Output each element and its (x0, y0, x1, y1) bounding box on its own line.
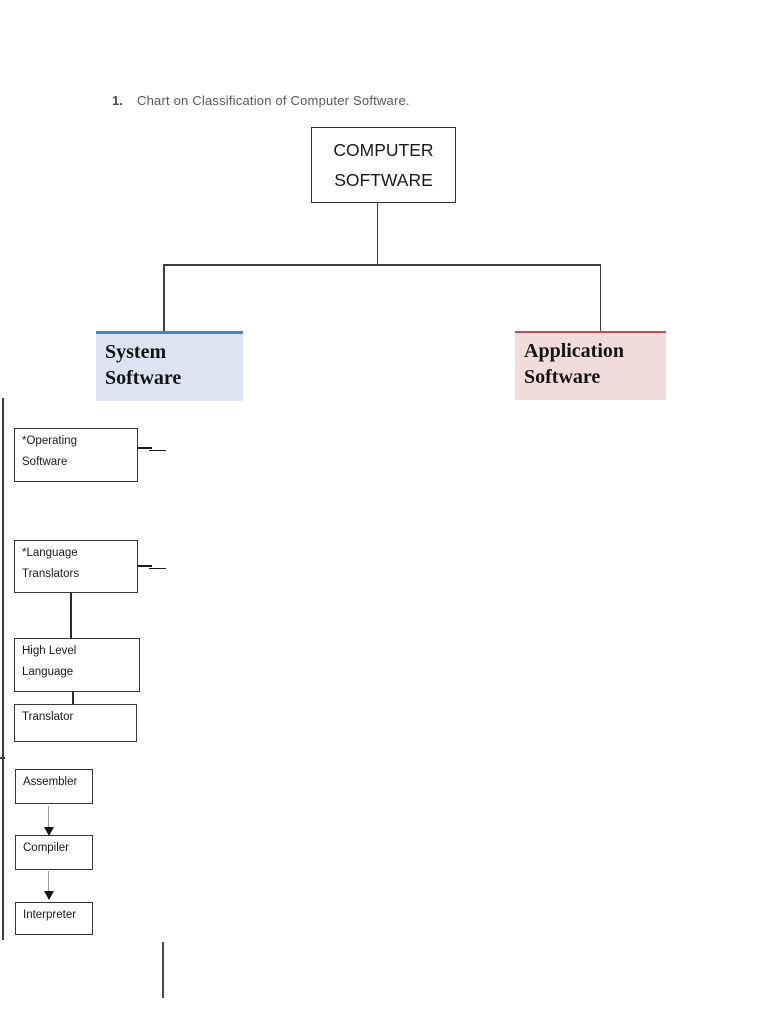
node-label: COMPUTER SOFTWARE (333, 140, 434, 190)
leader-language-a (138, 565, 152, 567)
leader-operating-a (138, 447, 152, 449)
connector-language-to-highlevel (70, 593, 72, 641)
arrow-compiler-to-interpreter (48, 871, 49, 891)
node-label: System Software (105, 341, 182, 389)
connector-root-stem (376, 202, 379, 264)
arrow-assembler-to-compiler (48, 806, 49, 827)
left-bracket-line (2, 398, 4, 940)
node-operating-software: *Operating Software (14, 428, 138, 482)
connector-drop-application (599, 264, 602, 331)
node-assembler: Assembler (15, 769, 93, 804)
stray-vertical-line (162, 942, 164, 998)
connector-drop-system (163, 264, 165, 331)
left-bracket-tick (0, 757, 5, 759)
page-title: Chart on Classification of Computer Soft… (137, 93, 410, 108)
node-label: Application Software (524, 340, 625, 388)
node-high-level-language: High Level Language (14, 638, 140, 692)
node-language-translators: *Language Translators (14, 540, 138, 593)
node-label: High Level Language (22, 645, 77, 678)
node-system-software: System Software (96, 331, 243, 401)
node-label: Assembler (23, 776, 78, 788)
node-application-software: Application Software (515, 331, 666, 400)
node-interpreter: Interpreter (15, 902, 93, 935)
node-computer-software: COMPUTER SOFTWARE (311, 127, 456, 203)
node-compiler: Compiler (15, 835, 93, 870)
arrowhead-down-icon (43, 827, 54, 836)
node-translator: Translator (14, 704, 137, 742)
list-number: 1. (112, 93, 123, 108)
node-label: Interpreter (23, 909, 77, 921)
connector-highlevel-to-translator (72, 692, 74, 704)
node-label: *Operating Software (22, 435, 77, 468)
node-label: Translator (22, 711, 74, 723)
node-label: Compiler (23, 842, 70, 854)
leader-operating-b (149, 450, 166, 452)
arrowhead-down-icon (43, 891, 54, 900)
connector-horizontal-bar (163, 264, 601, 266)
node-label: *Language Translators (22, 547, 80, 580)
leader-language-b (149, 568, 166, 570)
